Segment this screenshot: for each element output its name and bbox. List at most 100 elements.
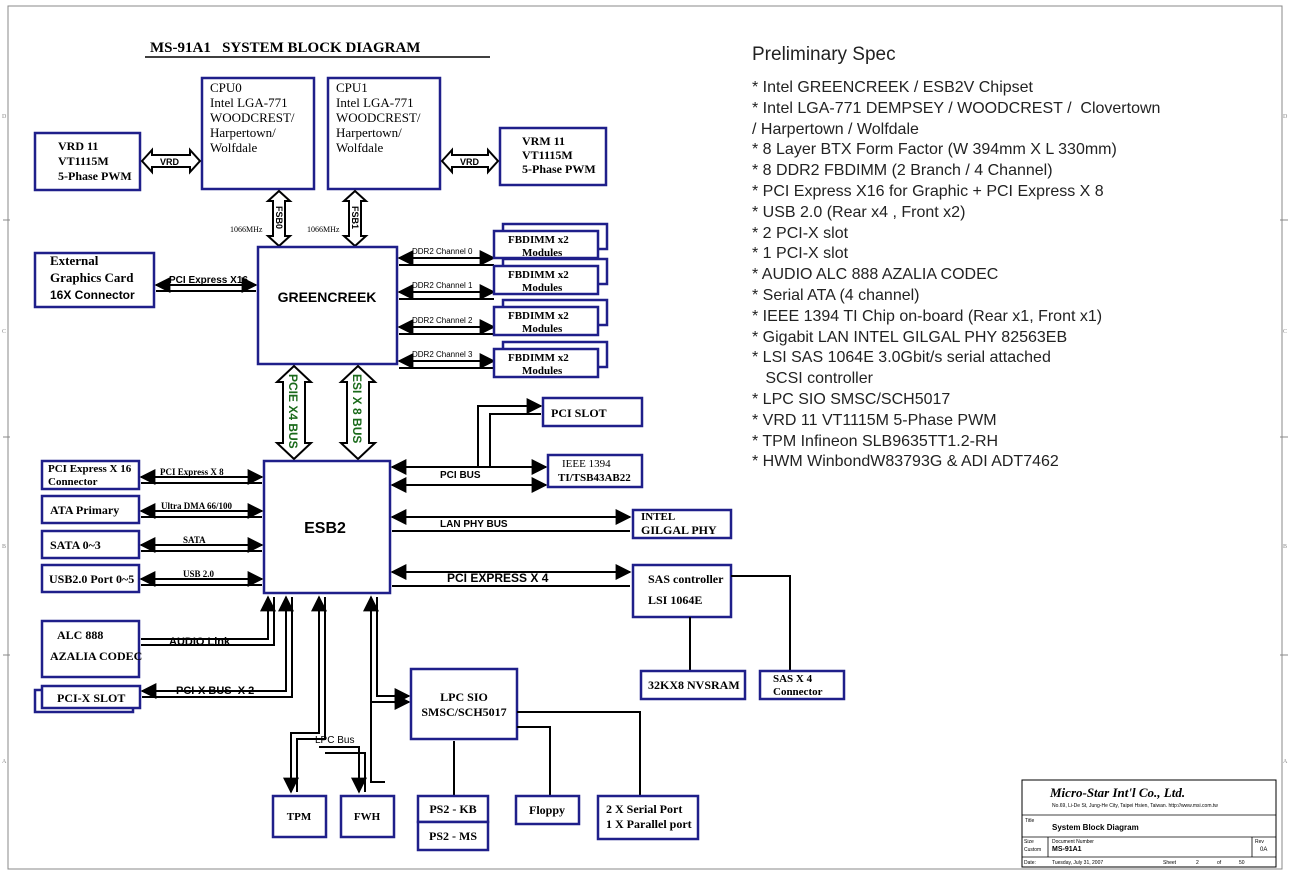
cpu1-line-2: Intel LGA-771 bbox=[336, 95, 414, 110]
ddr2-channel-0-label: DDR2 Channel 0 bbox=[412, 247, 473, 256]
intel-gilgal-line-1: INTEL bbox=[641, 511, 675, 523]
spec-item: * AUDIO ALC 888 AZALIA CODEC bbox=[752, 266, 999, 284]
nvsram-label: 32KX8 NVSRAM bbox=[648, 678, 740, 692]
lpc-sio-line-1: LPC SIO bbox=[440, 690, 488, 704]
fbdimm-2-line-2: Modules bbox=[522, 323, 563, 335]
preliminary-spec-panel: Preliminary Spec * Intel GREENCREEK / ES… bbox=[752, 44, 1272, 473]
pci-express-x16-label: PCI Express X16 bbox=[169, 275, 248, 286]
pcie-x16-connector-block: PCI Express X 16 Connector bbox=[40, 459, 141, 491]
title-block-size: Custom bbox=[1024, 847, 1041, 853]
ps2-kb-label: PS2 - KB bbox=[429, 802, 476, 816]
spec-title: Preliminary Spec bbox=[752, 44, 896, 65]
ata-primary-label: ATA Primary bbox=[50, 503, 119, 517]
esb2-to-lpc-sio-arrow bbox=[363, 595, 411, 783]
spec-item: * LSI SAS 1064E 3.0Gbit/s serial attache… bbox=[752, 349, 1051, 367]
border-marker-left-d: D bbox=[2, 114, 7, 120]
ddr2-channel-0: DDR2 Channel 0 FBDIMM x2 Modules bbox=[397, 222, 609, 266]
esb2-block: ESB2 bbox=[262, 459, 392, 595]
sas-x4-line-1: SAS X 4 bbox=[773, 673, 813, 685]
cpu1-block: CPU1 Intel LGA-771 WOODCREST/ Harpertown… bbox=[326, 76, 442, 191]
title-block-company: Micro-Star Int'l Co., Ltd. bbox=[1049, 785, 1185, 800]
lpc-bus-arrow bbox=[283, 595, 367, 794]
pcix-slot-block: PCI-X SLOT bbox=[33, 684, 142, 714]
fbdimm-0-line-2: Modules bbox=[522, 247, 563, 259]
title-block-rev: 0A bbox=[1260, 847, 1267, 853]
border-ticks bbox=[3, 219, 1288, 656]
tpm-block: TPM bbox=[271, 794, 328, 839]
serial-parallel-block: 2 X Serial Port 1 X Parallel port bbox=[596, 794, 700, 841]
title-block-title: System Block Diagram bbox=[1052, 823, 1139, 832]
lpc-sio-line-2: SMSC/SCH5017 bbox=[421, 705, 506, 719]
spec-item: * Serial ATA (4 channel) bbox=[752, 286, 920, 304]
spec-item: * Intel GREENCREEK / ESB2V Chipset bbox=[752, 79, 1033, 96]
external-graphics-line-3: 16X Connector bbox=[50, 288, 135, 302]
usb-ports-block: USB2.0 Port 0~5 bbox=[40, 563, 141, 594]
vrd-left-line-1: VRD 11 bbox=[58, 139, 98, 153]
pci-slot-block: PCI SLOT bbox=[541, 396, 644, 428]
greencreek-block: GREENCREEK bbox=[256, 245, 399, 366]
ata-primary-block: ATA Primary bbox=[40, 494, 141, 525]
border-marker-left-a: A bbox=[2, 759, 7, 765]
spec-item: * 2 PCI-X slot bbox=[752, 224, 849, 242]
spec-item: * 8 Layer BTX Form Factor (W 394mm X L 3… bbox=[752, 141, 1117, 159]
cpu0-line-4: Harpertown/ bbox=[210, 125, 276, 140]
border-marker-right-a: A bbox=[1283, 759, 1288, 765]
spec-item: * VRD 11 VT1115M 5-Phase PWM bbox=[752, 411, 997, 429]
cpu1-line-4: Harpertown/ bbox=[336, 125, 402, 140]
border-marker-right-c: C bbox=[1283, 329, 1287, 335]
spec-item: / Harpertown / Wolfdale bbox=[752, 120, 919, 138]
lan-phy-bus-label: LAN PHY BUS bbox=[440, 519, 508, 530]
sas-controller-line-1: SAS controller bbox=[648, 572, 724, 586]
pcix-bus-label: PCI-X BUS X 2 bbox=[176, 685, 254, 697]
spec-item: * USB 2.0 (Rear x4 , Front x2) bbox=[752, 203, 966, 221]
intel-gilgal-line-2: GILGAL PHY bbox=[641, 523, 717, 537]
pci-bus-label: PCI BUS bbox=[440, 470, 481, 481]
border-marker-left-c: C bbox=[2, 329, 6, 335]
pcie-x16-connector-line-1: PCI Express X 16 bbox=[48, 463, 132, 475]
spec-item: * Intel LGA-771 DEMPSEY / WOODCREST / Cl… bbox=[752, 99, 1161, 117]
spec-item: SCSI controller bbox=[752, 370, 873, 388]
spec-item: * PCI Express X16 for Graphic + PCI Expr… bbox=[752, 182, 1104, 200]
spec-item: * HWM WinbondW83793G & ADI ADT7462 bbox=[752, 453, 1059, 471]
pcie-x4-bus-arrow bbox=[274, 364, 314, 461]
external-graphics-line-1: External bbox=[50, 253, 99, 268]
tpm-label: TPM bbox=[287, 811, 312, 823]
sas-controller-line-2: LSI 1064E bbox=[648, 593, 702, 607]
pci-express-x16-arrow bbox=[154, 277, 258, 293]
ieee1394-block: IEEE 1394 TI/TSB43AB22 bbox=[546, 453, 644, 489]
floppy-label: Floppy bbox=[529, 803, 565, 817]
nvsram-block: 32KX8 NVSRAM bbox=[639, 669, 747, 701]
pcie-x4-arrow bbox=[390, 564, 632, 587]
lpc-sio-block: LPC SIO SMSC/SCH5017 bbox=[409, 667, 519, 741]
fsb0-speed: 1066MHz bbox=[230, 225, 263, 234]
pcix-slot-label: PCI-X SLOT bbox=[57, 691, 125, 705]
spec-item: * TPM Infineon SLB9635TT1.2-RH bbox=[752, 432, 999, 450]
fsb1-label: FSB1 bbox=[350, 206, 360, 229]
vrd-left-arrow bbox=[140, 147, 202, 175]
ps2-ms-label: PS2 - MS bbox=[429, 829, 477, 843]
ultra-dma-label: Ultra DMA 66/100 bbox=[161, 501, 232, 511]
sata-bus-label: SATA bbox=[183, 535, 206, 545]
ddr2-channel-3-label: DDR2 Channel 3 bbox=[412, 350, 473, 359]
cpu0-line-3: WOODCREST/ bbox=[210, 110, 295, 125]
vrm-right-block: VRM 11 VT1115M 5-Phase PWM bbox=[498, 126, 608, 187]
ddr2-channel-1-label: DDR2 Channel 1 bbox=[412, 281, 473, 290]
intel-gilgal-block: INTEL GILGAL PHY bbox=[631, 508, 733, 540]
vrd-left-line-3: 5-Phase PWM bbox=[58, 169, 132, 183]
sas-controller-block: SAS controller LSI 1064E bbox=[631, 563, 733, 619]
cpu1-line-5: Wolfdale bbox=[336, 140, 384, 155]
fsb1-speed: 1066MHz bbox=[307, 225, 340, 234]
pcie-x4-label: PCI EXPRESS X 4 bbox=[447, 571, 549, 585]
sas-x4-block: SAS X 4 Connector bbox=[758, 669, 846, 701]
border-marker-left-b: B bbox=[2, 544, 6, 550]
spec-item: * LPC SIO SMSC/SCH5017 bbox=[752, 390, 951, 408]
fbdimm-1-line-1: FBDIMM x2 bbox=[508, 269, 569, 281]
alc888-line-1: ALC 888 bbox=[57, 628, 103, 642]
pci-bus-arrow bbox=[390, 398, 548, 493]
ieee1394-line-1: IEEE 1394 bbox=[562, 458, 611, 470]
vrm-right-line-1: VRM 11 bbox=[522, 134, 565, 148]
vrm-right-line-2: VT1115M bbox=[522, 148, 573, 162]
fwh-block: FWH bbox=[339, 794, 396, 839]
